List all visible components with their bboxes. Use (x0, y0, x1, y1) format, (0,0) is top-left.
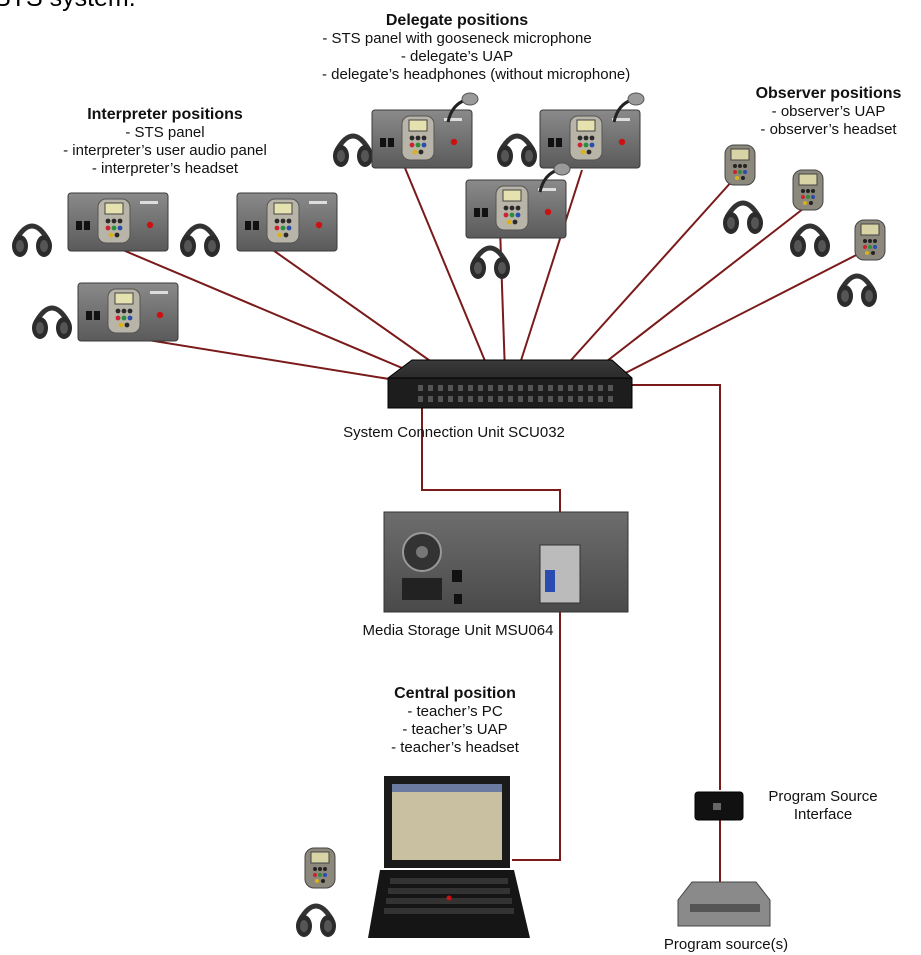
scu-label: System Connection Unit SCU032 (343, 424, 565, 441)
interpreter-positions-title: Interpreter positions (87, 106, 243, 123)
psi-label-line-1: Program Source (768, 788, 878, 805)
central-line-2: - teacher’s UAP (402, 721, 508, 738)
delegate-line-2: - delegate’s UAP (400, 48, 514, 65)
cable-interpreter-1 (117, 247, 441, 385)
headset-icon (333, 136, 373, 167)
observer-positions-label: Observer positions - observer’s UAP - ob… (736, 85, 921, 139)
cable-observer-3 (599, 247, 871, 387)
delegate-positions-title: Delegate positions (385, 12, 529, 29)
interpreter-line-2: - interpreter’s user audio panel (63, 142, 267, 159)
headset-icon (32, 308, 72, 339)
observer-line-2: - observer’s headset (760, 121, 897, 138)
cable-interpreter-3 (122, 335, 421, 385)
observer-positions-title: Observer positions (755, 85, 902, 102)
headset-icon (296, 906, 336, 937)
sts-panel-gooseneck (465, 179, 567, 239)
delegate-positions-label: Delegate positions - STS panel with goos… (322, 12, 631, 84)
observer-line-1: - observer’s UAP (771, 103, 886, 120)
system-connection-unit (387, 359, 633, 409)
delegate-positions (333, 91, 646, 279)
interpreter-positions (12, 192, 338, 342)
program-source-device (677, 881, 771, 927)
uap-device (854, 219, 886, 261)
central-line-3: - teacher’s headset (391, 739, 519, 756)
cable-observer-2 (579, 204, 809, 383)
interpreter-line-3: - interpreter’s headset (91, 160, 239, 177)
central-position-title: Central position (394, 685, 516, 702)
sts-panel (67, 192, 169, 252)
headset-icon (12, 226, 52, 257)
uap-device (792, 169, 824, 211)
central-position-label: Central position - teacher’s PC - teache… (355, 685, 555, 757)
delegate-line-1: - STS panel with gooseneck microphone (322, 30, 592, 47)
program-source-interface (694, 791, 744, 821)
cables (117, 167, 871, 882)
headset-icon (723, 203, 763, 234)
sts-panel-gooseneck (539, 109, 641, 169)
uap-device (724, 144, 756, 186)
uap-device (304, 847, 336, 889)
sts-panel (77, 282, 179, 342)
page-title-fragment: STS system. (0, 0, 136, 13)
media-storage-unit (383, 511, 629, 613)
msu-label: Media Storage Unit MSU064 (362, 622, 554, 639)
cable-observer-1 (554, 179, 734, 379)
program-source-label: Program source(s) (663, 936, 789, 953)
interpreter-positions-label: Interpreter positions - STS panel - inte… (40, 106, 290, 178)
cable-delegate-2 (499, 227, 506, 374)
interpreter-line-1: - STS panel (125, 124, 205, 141)
headset-icon (470, 248, 510, 279)
cable-delegate-1 (404, 167, 491, 374)
cable-delegate-3 (516, 169, 583, 374)
cable-scu-psi (625, 384, 721, 790)
psi-label-line-2: Interface (793, 806, 853, 823)
delegate-line-3: - delegate’s headphones (without microph… (322, 66, 631, 83)
laptop (368, 776, 530, 938)
headset-icon (790, 226, 830, 257)
psi-label: Program Source Interface (748, 788, 898, 824)
central-line-1: - teacher’s PC (407, 703, 503, 720)
headset-icon (837, 276, 877, 307)
sts-panel (236, 192, 338, 252)
sts-panel-gooseneck (371, 109, 473, 169)
cable-msu-laptop (512, 590, 561, 861)
headset-icon (497, 136, 537, 167)
headset-icon (180, 226, 220, 257)
